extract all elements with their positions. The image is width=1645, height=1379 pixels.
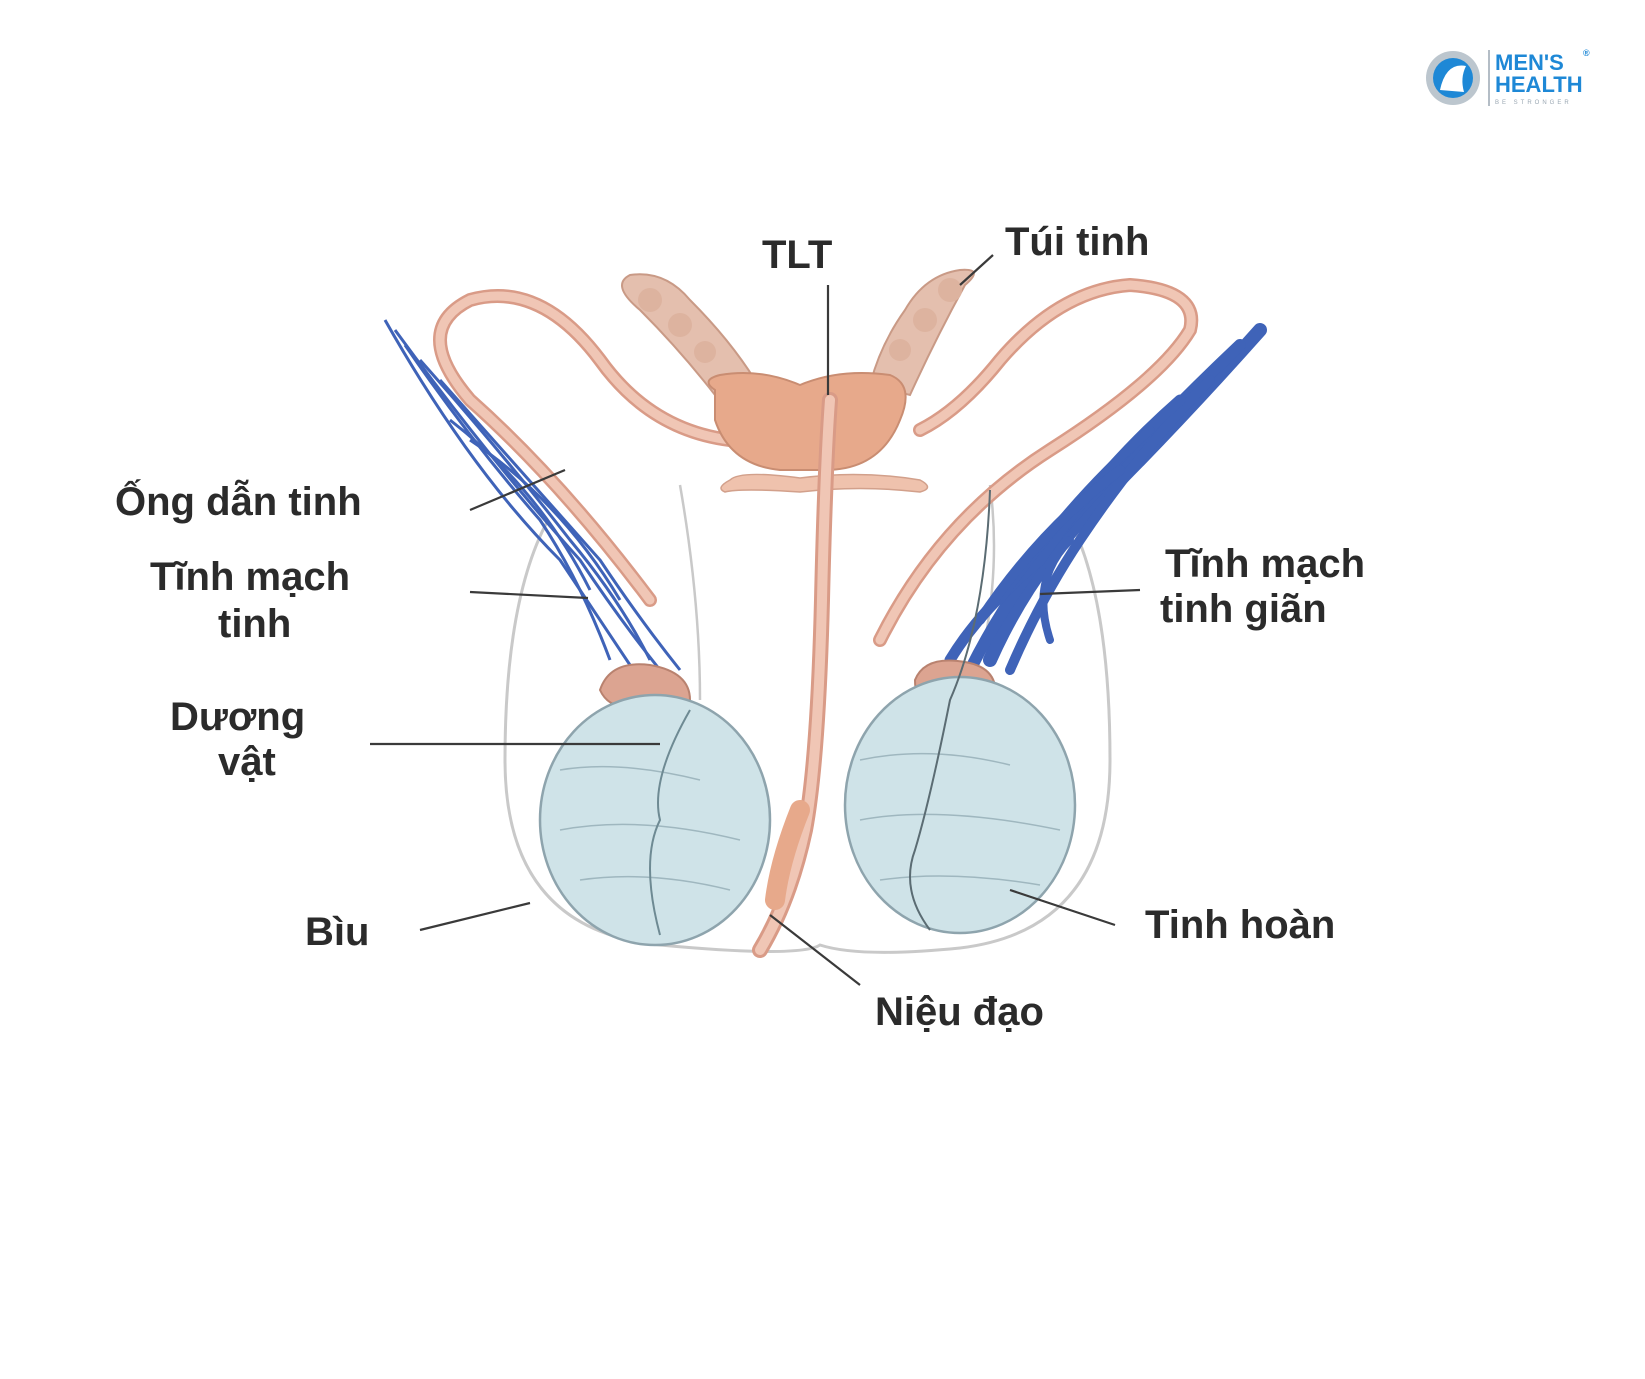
label-tinh-hoan: Tinh hoàn bbox=[1145, 903, 1335, 947]
labels: TLT Túi tinh Ống dẫn tinh Tĩnh mạch tinh… bbox=[115, 220, 1365, 1034]
label-ong-dan-tinh: Ống dẫn tinh bbox=[115, 478, 362, 524]
label-tinh-mach-gian-line2: tinh giãn bbox=[1160, 587, 1327, 631]
label-tinh-mach-gian-line1: Tĩnh mạch bbox=[1165, 542, 1365, 586]
label-duong-vat-line2: vật bbox=[218, 740, 276, 784]
label-tinh-mach-tinh-line2: tinh bbox=[218, 602, 291, 646]
prostate bbox=[707, 371, 929, 493]
brand-line1: MEN'S bbox=[1495, 50, 1564, 75]
label-tlt: TLT bbox=[762, 233, 832, 277]
right-testis bbox=[843, 675, 1077, 935]
brand-line2: HEALTH bbox=[1495, 72, 1583, 97]
left-spermatic-vein bbox=[383, 319, 682, 681]
label-biu: Bìu bbox=[305, 910, 369, 954]
left-testis bbox=[538, 693, 772, 947]
seminal-vesicles bbox=[621, 268, 975, 397]
scrotum-outline bbox=[503, 519, 1112, 954]
label-duong-vat-line1: Dương bbox=[170, 695, 305, 739]
brand-registered: ® bbox=[1583, 48, 1590, 58]
label-tinh-mach-tinh-line1: Tĩnh mạch bbox=[150, 555, 350, 599]
label-tui-tinh: Túi tinh bbox=[1005, 220, 1149, 264]
urethra bbox=[752, 392, 838, 958]
testes bbox=[538, 489, 1077, 947]
label-nieu-dao: Niệu đạo bbox=[875, 990, 1044, 1034]
vas-deferens bbox=[433, 277, 1199, 647]
brand-logo: MEN'S ® HEALTH BE STRONGER bbox=[1426, 48, 1590, 106]
right-dilated-vein bbox=[944, 323, 1267, 676]
leader-lines bbox=[370, 254, 1141, 986]
brand-tagline: BE STRONGER bbox=[1495, 100, 1572, 106]
